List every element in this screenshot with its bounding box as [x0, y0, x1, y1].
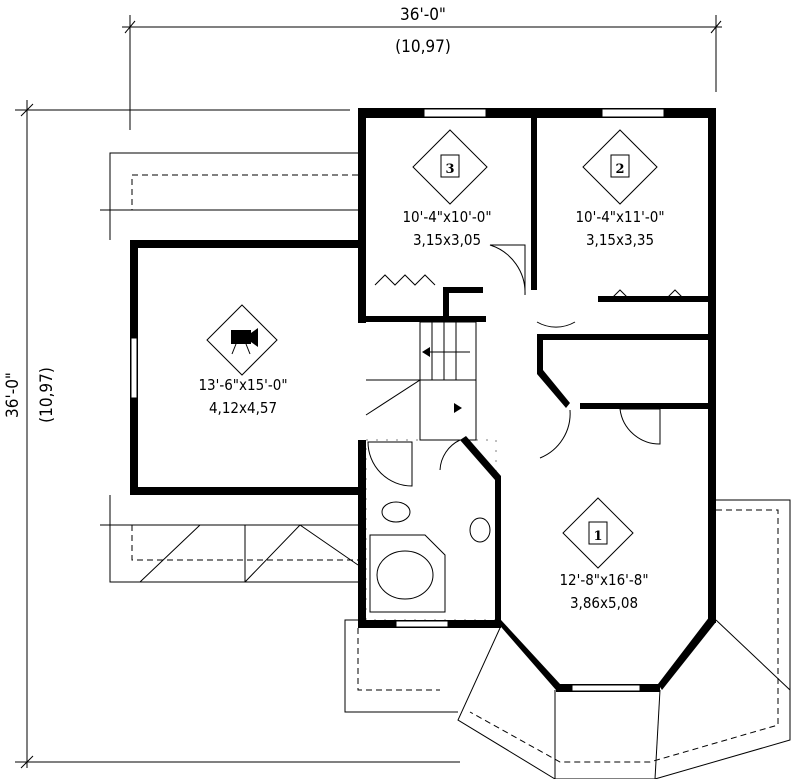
room-size-imperial: 13'-6"x15'-0" — [198, 376, 287, 394]
room-size-imperial: 10'-4"x10'-0" — [402, 208, 491, 226]
room-size-metric: 3,86x5,08 — [570, 594, 638, 612]
bathroom-fixtures — [365, 439, 497, 621]
bedroom-icon: 3 — [445, 162, 454, 177]
depth-metric: (10,97) — [37, 367, 57, 423]
room-bedroom-1: 1 12'-8"x16'-8" 3,86x5,08 — [559, 497, 649, 612]
projector-icon — [231, 328, 258, 355]
width-metric: (10,97) — [395, 37, 451, 57]
windows — [130, 108, 665, 692]
room-size-metric: 4,12x4,57 — [209, 399, 277, 417]
bedroom-icon: 2 — [615, 162, 624, 177]
room-bedroom-2: 2 10'-4"x11'-0" 3,15x3,35 — [575, 129, 665, 249]
room-size-imperial: 10'-4"x11'-0" — [575, 208, 664, 226]
room-bedroom-3: 3 10'-4"x10'-0" 3,15x3,05 — [402, 129, 492, 249]
width-imperial: 36'-0" — [400, 5, 446, 25]
bedroom-icon: 1 — [593, 529, 602, 544]
room-size-imperial: 12'-8"x16'-8" — [559, 571, 648, 589]
roof-outlines — [100, 152, 791, 779]
stairs — [365, 321, 477, 441]
doors — [374, 244, 686, 471]
room-bonus: 13'-6"x15'-0" 4,12x4,57 — [198, 304, 288, 417]
depth-imperial: 36'-0" — [3, 372, 23, 418]
depth-dimension: 36'-0" (10,97) — [3, 100, 460, 769]
width-dimension: 36'-0" (10,97) — [122, 5, 722, 130]
room-size-metric: 3,15x3,05 — [413, 231, 481, 249]
room-size-metric: 3,15x3,35 — [586, 231, 654, 249]
